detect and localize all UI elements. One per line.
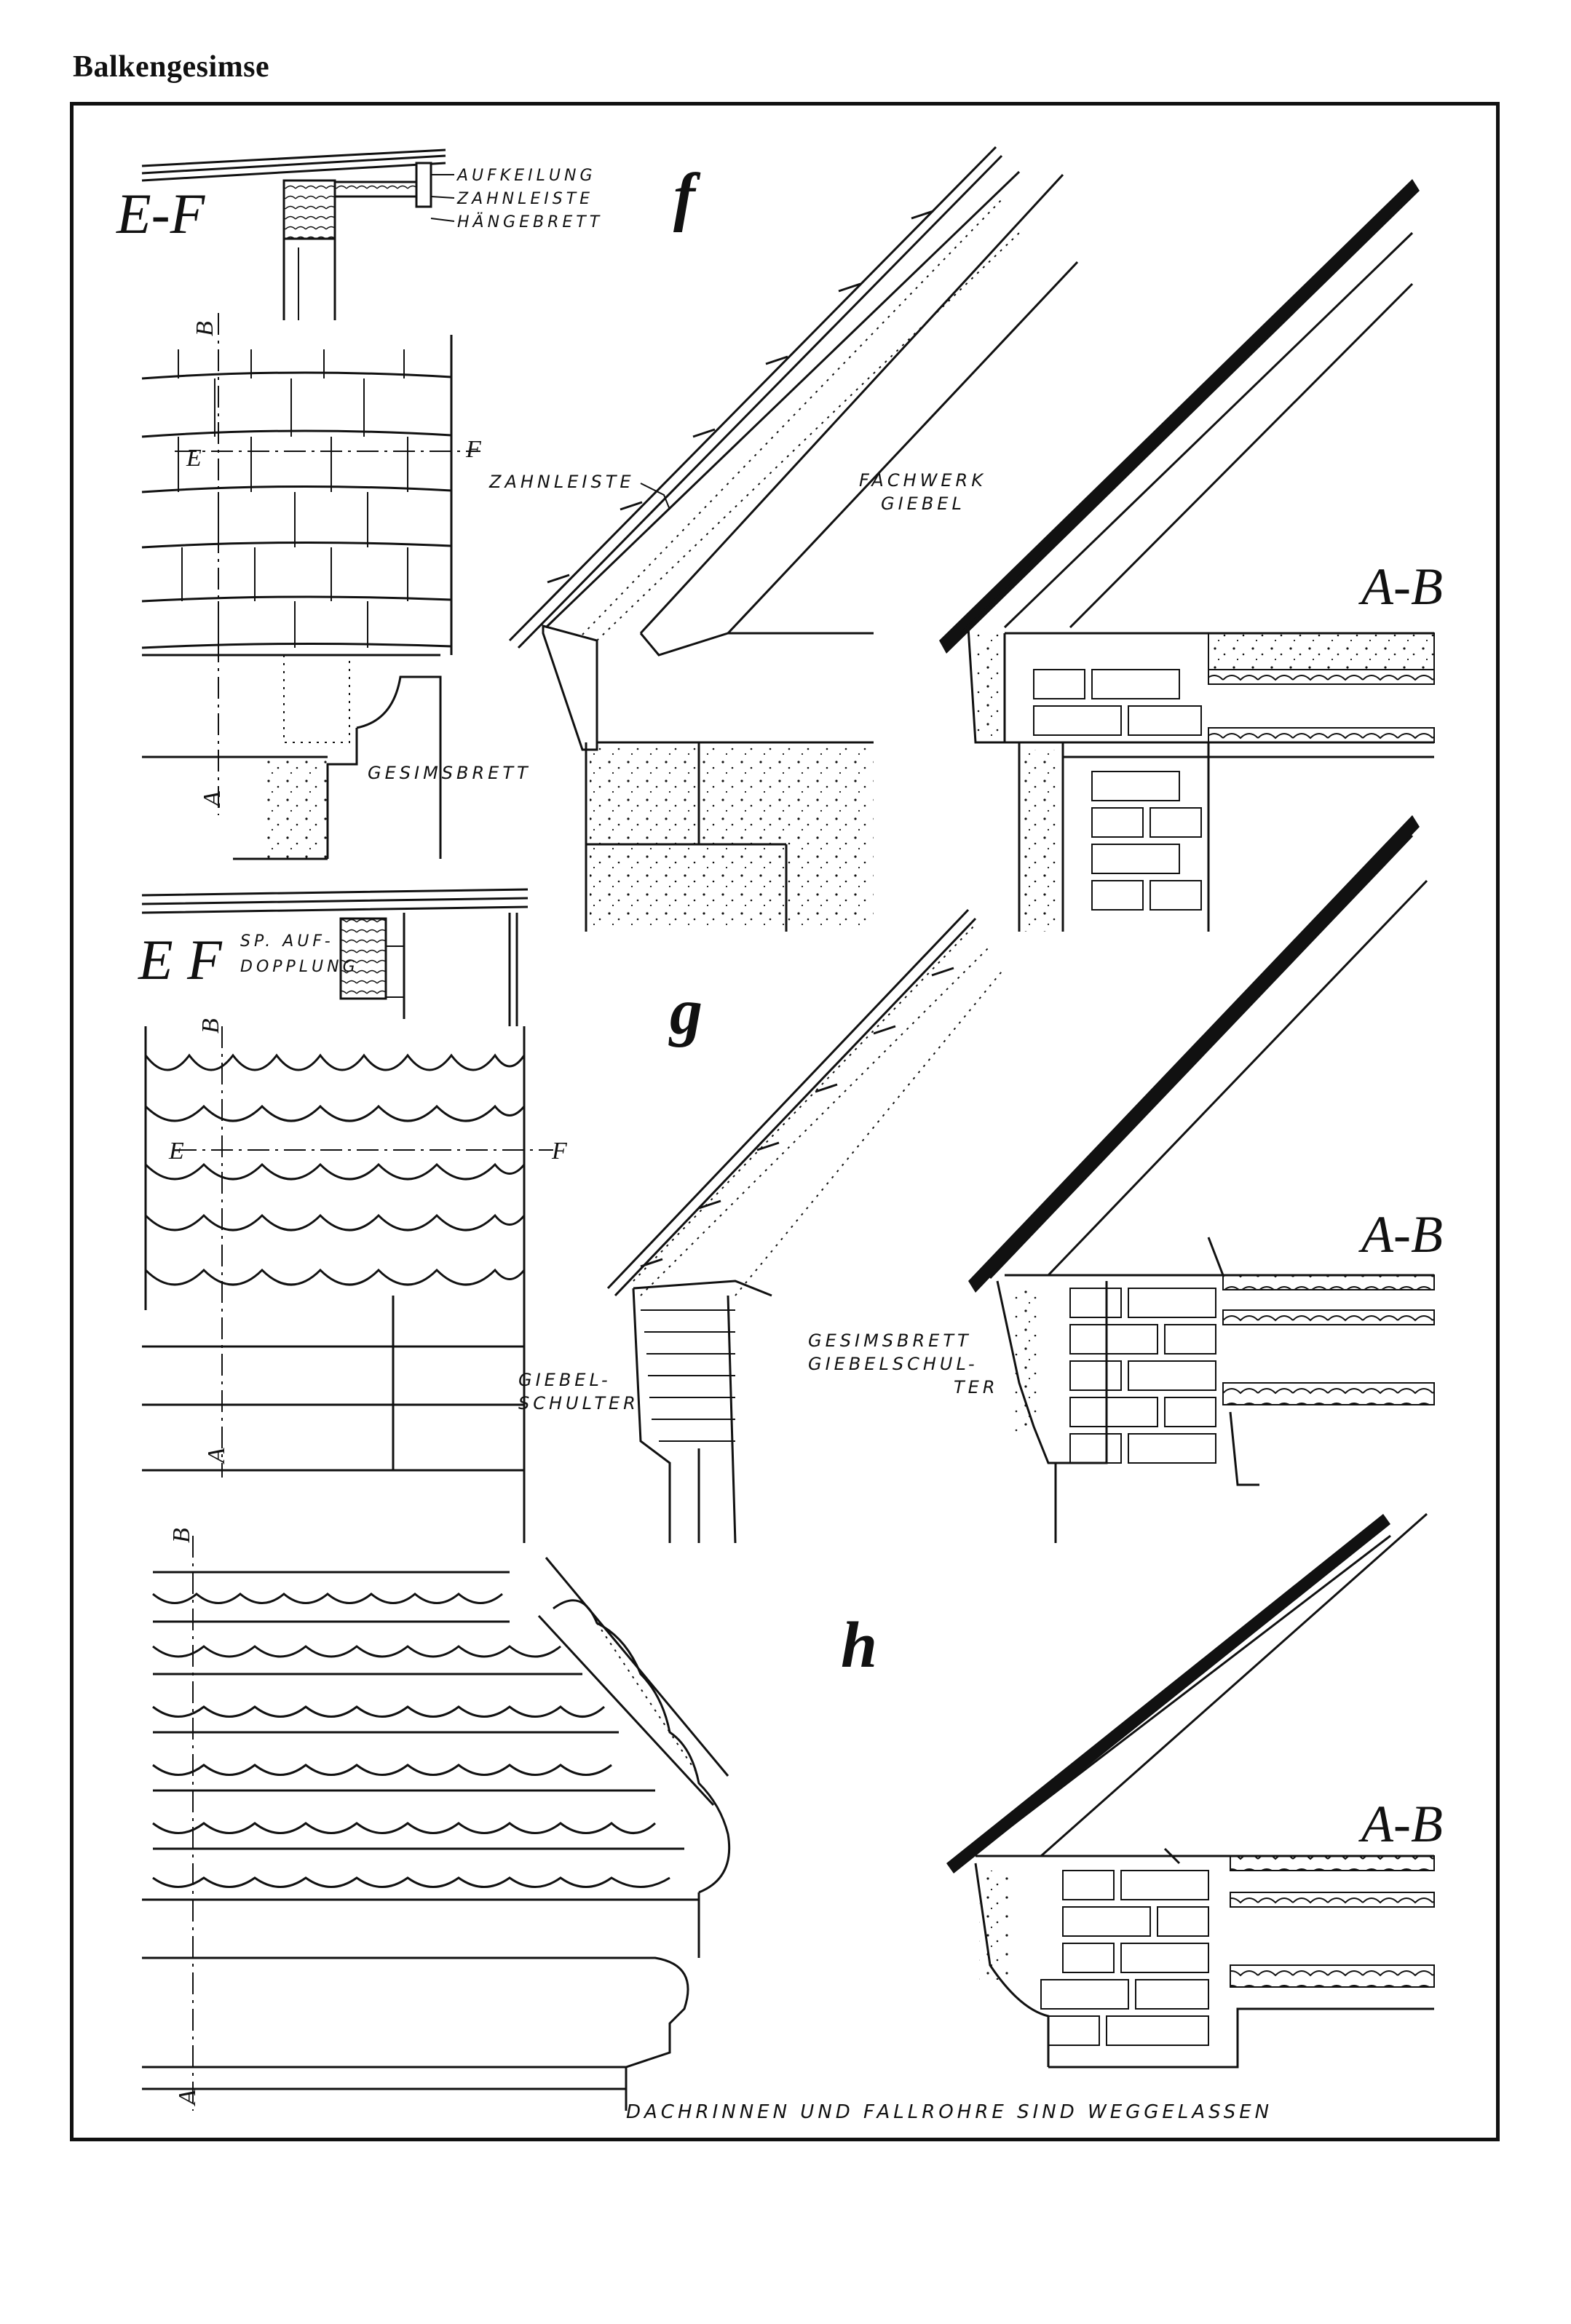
panel-f: E-F AUFKEILUNG ZAHNLEISTE HÄNGEBRETT bbox=[116, 146, 1443, 932]
label-giebel-schulter-2: SCHULTER bbox=[518, 1393, 639, 1413]
mark-f-f: F bbox=[465, 436, 482, 463]
label-giebel-schulter-1: GIEBEL- bbox=[518, 1370, 612, 1390]
mark-b-f: B bbox=[191, 321, 218, 336]
page-title: Balkengesimse bbox=[73, 50, 270, 84]
section-label-ab-h: A-B bbox=[1358, 1795, 1443, 1853]
note-dachrinnen: DACHRINNEN UND FALLROHRE SIND WEGGELASSE… bbox=[626, 2101, 1273, 2123]
section-label-ef-g: E F bbox=[138, 928, 223, 991]
label-haengebrett: HÄNGEBRETT bbox=[457, 213, 603, 231]
section-label-ab-f: A-B bbox=[1358, 558, 1443, 616]
panel-h: B A h A-B DACHRINNEN UND FALLROHRE SIND … bbox=[142, 1512, 1443, 2123]
mark-e-f: E bbox=[186, 445, 202, 472]
perspective-g bbox=[606, 908, 1005, 1544]
mark-e-g: E bbox=[168, 1138, 184, 1165]
mark-a-g: A bbox=[203, 1448, 230, 1464]
mark-b-g: B bbox=[197, 1018, 224, 1034]
panel-letter-h: h bbox=[841, 1609, 877, 1681]
panel-letter-f: f bbox=[673, 161, 701, 233]
section-label-ef-f: E-F bbox=[116, 182, 206, 245]
label-gesimsbrett-g: GESIMSBRETT bbox=[808, 1330, 972, 1351]
mark-f-g: F bbox=[551, 1138, 568, 1165]
label-ter: TER bbox=[954, 1377, 999, 1397]
perspective-f bbox=[508, 146, 1079, 932]
mark-a-f: A bbox=[199, 791, 226, 808]
label-giebel-f: GIEBEL bbox=[881, 493, 965, 514]
section-ef-detail-g bbox=[141, 888, 529, 1026]
section-ef-detail-f bbox=[141, 148, 446, 320]
section-label-ab-g: A-B bbox=[1358, 1205, 1443, 1264]
drawing-frame bbox=[70, 102, 1500, 2141]
label-zahnleiste-f: ZAHNLEISTE bbox=[488, 472, 635, 492]
label-gesimsbrett-f: GESIMSBRETT bbox=[368, 763, 531, 783]
label-dopplung: DOPPLUNG bbox=[240, 958, 359, 976]
label-aufkeilung: AUFKEILUNG bbox=[456, 167, 596, 185]
panel-g: E F SP. AUF- DOPPLUNG B E F A bbox=[138, 815, 1443, 1544]
label-zahnleiste-top: ZAHNLEISTE bbox=[456, 190, 593, 208]
section-ab-g bbox=[968, 815, 1435, 1543]
tile-elevation-f bbox=[141, 335, 453, 860]
section-ab-h bbox=[946, 1512, 1435, 2069]
tile-elevation-h bbox=[142, 1557, 731, 2111]
label-sp-auf: SP. AUF- bbox=[240, 932, 334, 951]
label-giebelschul: GIEBELSCHUL- bbox=[808, 1354, 978, 1374]
tile-elevation-g bbox=[142, 1026, 526, 1543]
label-fachwerk: FACHWERK bbox=[859, 470, 986, 491]
mark-b-h: B bbox=[168, 1528, 195, 1543]
mark-a-h: A bbox=[174, 2090, 201, 2106]
section-ab-f bbox=[939, 179, 1435, 932]
leader-zahnleiste bbox=[640, 483, 670, 510]
panel-letter-g: g bbox=[668, 976, 703, 1048]
